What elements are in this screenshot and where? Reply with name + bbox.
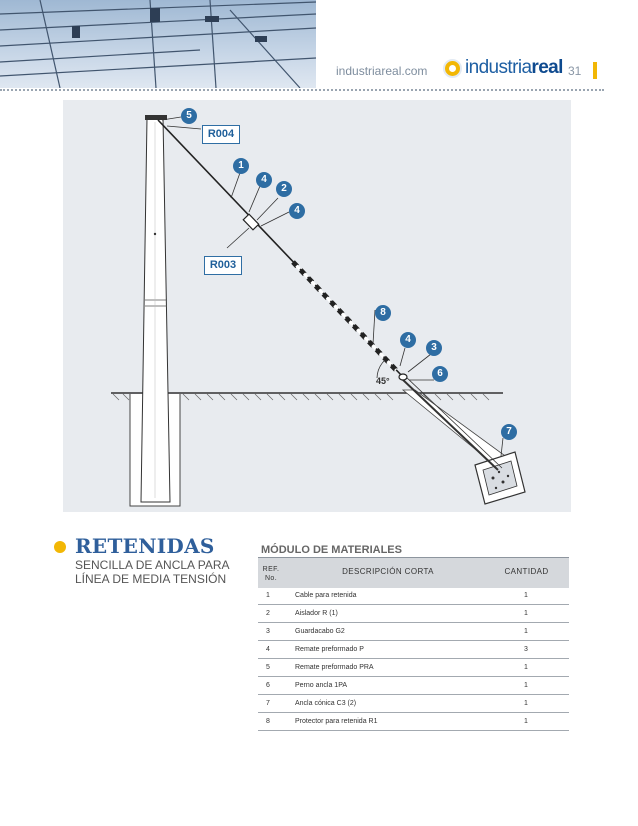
- section-subtitle: SENCILLA DE ANCLA PARA LÍNEA DE MEDIA TE…: [75, 558, 255, 586]
- tag-r003: R003: [204, 256, 242, 275]
- table-row: 3 Guardacabo G2 1: [258, 623, 569, 641]
- row-ref: 6: [266, 682, 270, 689]
- row-description: Remate preformado P: [295, 646, 364, 653]
- guy-insulator: [242, 213, 260, 231]
- angle-arc: [376, 359, 386, 379]
- row-quantity: 1: [524, 664, 528, 671]
- anchor-rod: [400, 377, 499, 471]
- header-ref: REF. No.: [262, 566, 280, 582]
- row-description: Guardacabo G2: [295, 628, 345, 635]
- header-divider: [0, 89, 604, 91]
- leader-lines: [161, 116, 504, 457]
- row-description: Protector para retenida R1: [295, 718, 378, 725]
- materials-title: MÓDULO DE MATERIALES: [261, 544, 402, 556]
- row-description: Ancla cónica C3 (2): [295, 700, 357, 707]
- header-photo: [0, 0, 316, 88]
- row-ref: 1: [266, 592, 270, 599]
- tag-r004: R004: [202, 125, 240, 144]
- page-number: 31: [568, 64, 582, 78]
- row-ref: 2: [266, 610, 270, 617]
- page-number-bar: [593, 62, 597, 79]
- row-quantity: 3: [524, 646, 528, 653]
- pit-outline: [129, 394, 181, 507]
- logo-text-light: industria: [465, 57, 532, 78]
- callout-2: 2: [276, 181, 292, 197]
- row-quantity: 1: [524, 718, 528, 725]
- row-ref: 7: [266, 700, 270, 707]
- table-row: 4 Remate preformado P 3: [258, 641, 569, 659]
- callout-8: 8: [375, 305, 391, 321]
- guy-wire-diagram: [111, 115, 526, 507]
- utility-pole: [140, 117, 171, 503]
- callout-7: 7: [501, 424, 517, 440]
- section-title: RETENIDAS: [75, 534, 215, 558]
- table-row: 5 Remate preformado PRA 1: [258, 659, 569, 677]
- thimble: [398, 373, 408, 381]
- callout-3: 3: [426, 340, 442, 356]
- callout-4-upper: 4: [256, 172, 272, 188]
- callout-4-middle: 4: [289, 203, 305, 219]
- table-row: 2 Aislador R (1) 1: [258, 605, 569, 623]
- table-row: 7 Ancla cónica C3 (2) 1: [258, 695, 569, 713]
- subtitle-line-2: LÍNEA DE MEDIA TENSIÓN: [75, 572, 227, 586]
- section-bullet-icon: [54, 541, 66, 553]
- table-row: 8 Protector para retenida R1 1: [258, 713, 569, 731]
- anchor-block: [474, 451, 526, 505]
- row-quantity: 1: [524, 682, 528, 689]
- diagram-panel: R004 R003 5 1 4 2 4 8 4 3 6 7 45°: [63, 100, 571, 512]
- subtitle-line-1: SENCILLA DE ANCLA PARA: [75, 558, 230, 572]
- row-ref: 5: [266, 664, 270, 671]
- callout-1: 1: [233, 158, 249, 174]
- row-quantity: 1: [524, 700, 528, 707]
- row-ref: 8: [266, 718, 270, 725]
- callout-4-lower: 4: [400, 332, 416, 348]
- logo-mark-icon: [443, 59, 462, 78]
- row-description: Perno ancla 1PA: [295, 682, 348, 689]
- guy-guard: [291, 260, 398, 372]
- logo-text-bold: real: [531, 57, 563, 78]
- site-url[interactable]: industriareal.com: [336, 64, 428, 78]
- row-quantity: 1: [524, 592, 528, 599]
- callout-6: 6: [432, 366, 448, 382]
- row-description: Cable para retenida: [295, 592, 357, 599]
- row-quantity: 1: [524, 610, 528, 617]
- header-description: DESCRIPCIÓN CORTA: [342, 567, 434, 576]
- row-description: Remate preformado PRA: [295, 664, 374, 671]
- row-ref: 3: [266, 628, 270, 635]
- angle-label: 45°: [376, 376, 390, 386]
- row-ref: 4: [266, 646, 270, 653]
- table-row: 6 Perno ancla 1PA 1: [258, 677, 569, 695]
- pole-top-fitting: [145, 115, 167, 120]
- row-description: Aislador R (1): [295, 610, 338, 617]
- callout-5: 5: [181, 108, 197, 124]
- row-quantity: 1: [524, 628, 528, 635]
- ground-line: [111, 392, 503, 401]
- header-quantity: CANTIDAD: [504, 567, 549, 576]
- header-band: [316, 0, 638, 88]
- materials-table-header: REF. No. DESCRIPCIÓN CORTA CANTIDAD: [258, 557, 569, 588]
- table-row: 1 Cable para retenida 1: [258, 587, 569, 605]
- power-lines-image: [0, 0, 316, 88]
